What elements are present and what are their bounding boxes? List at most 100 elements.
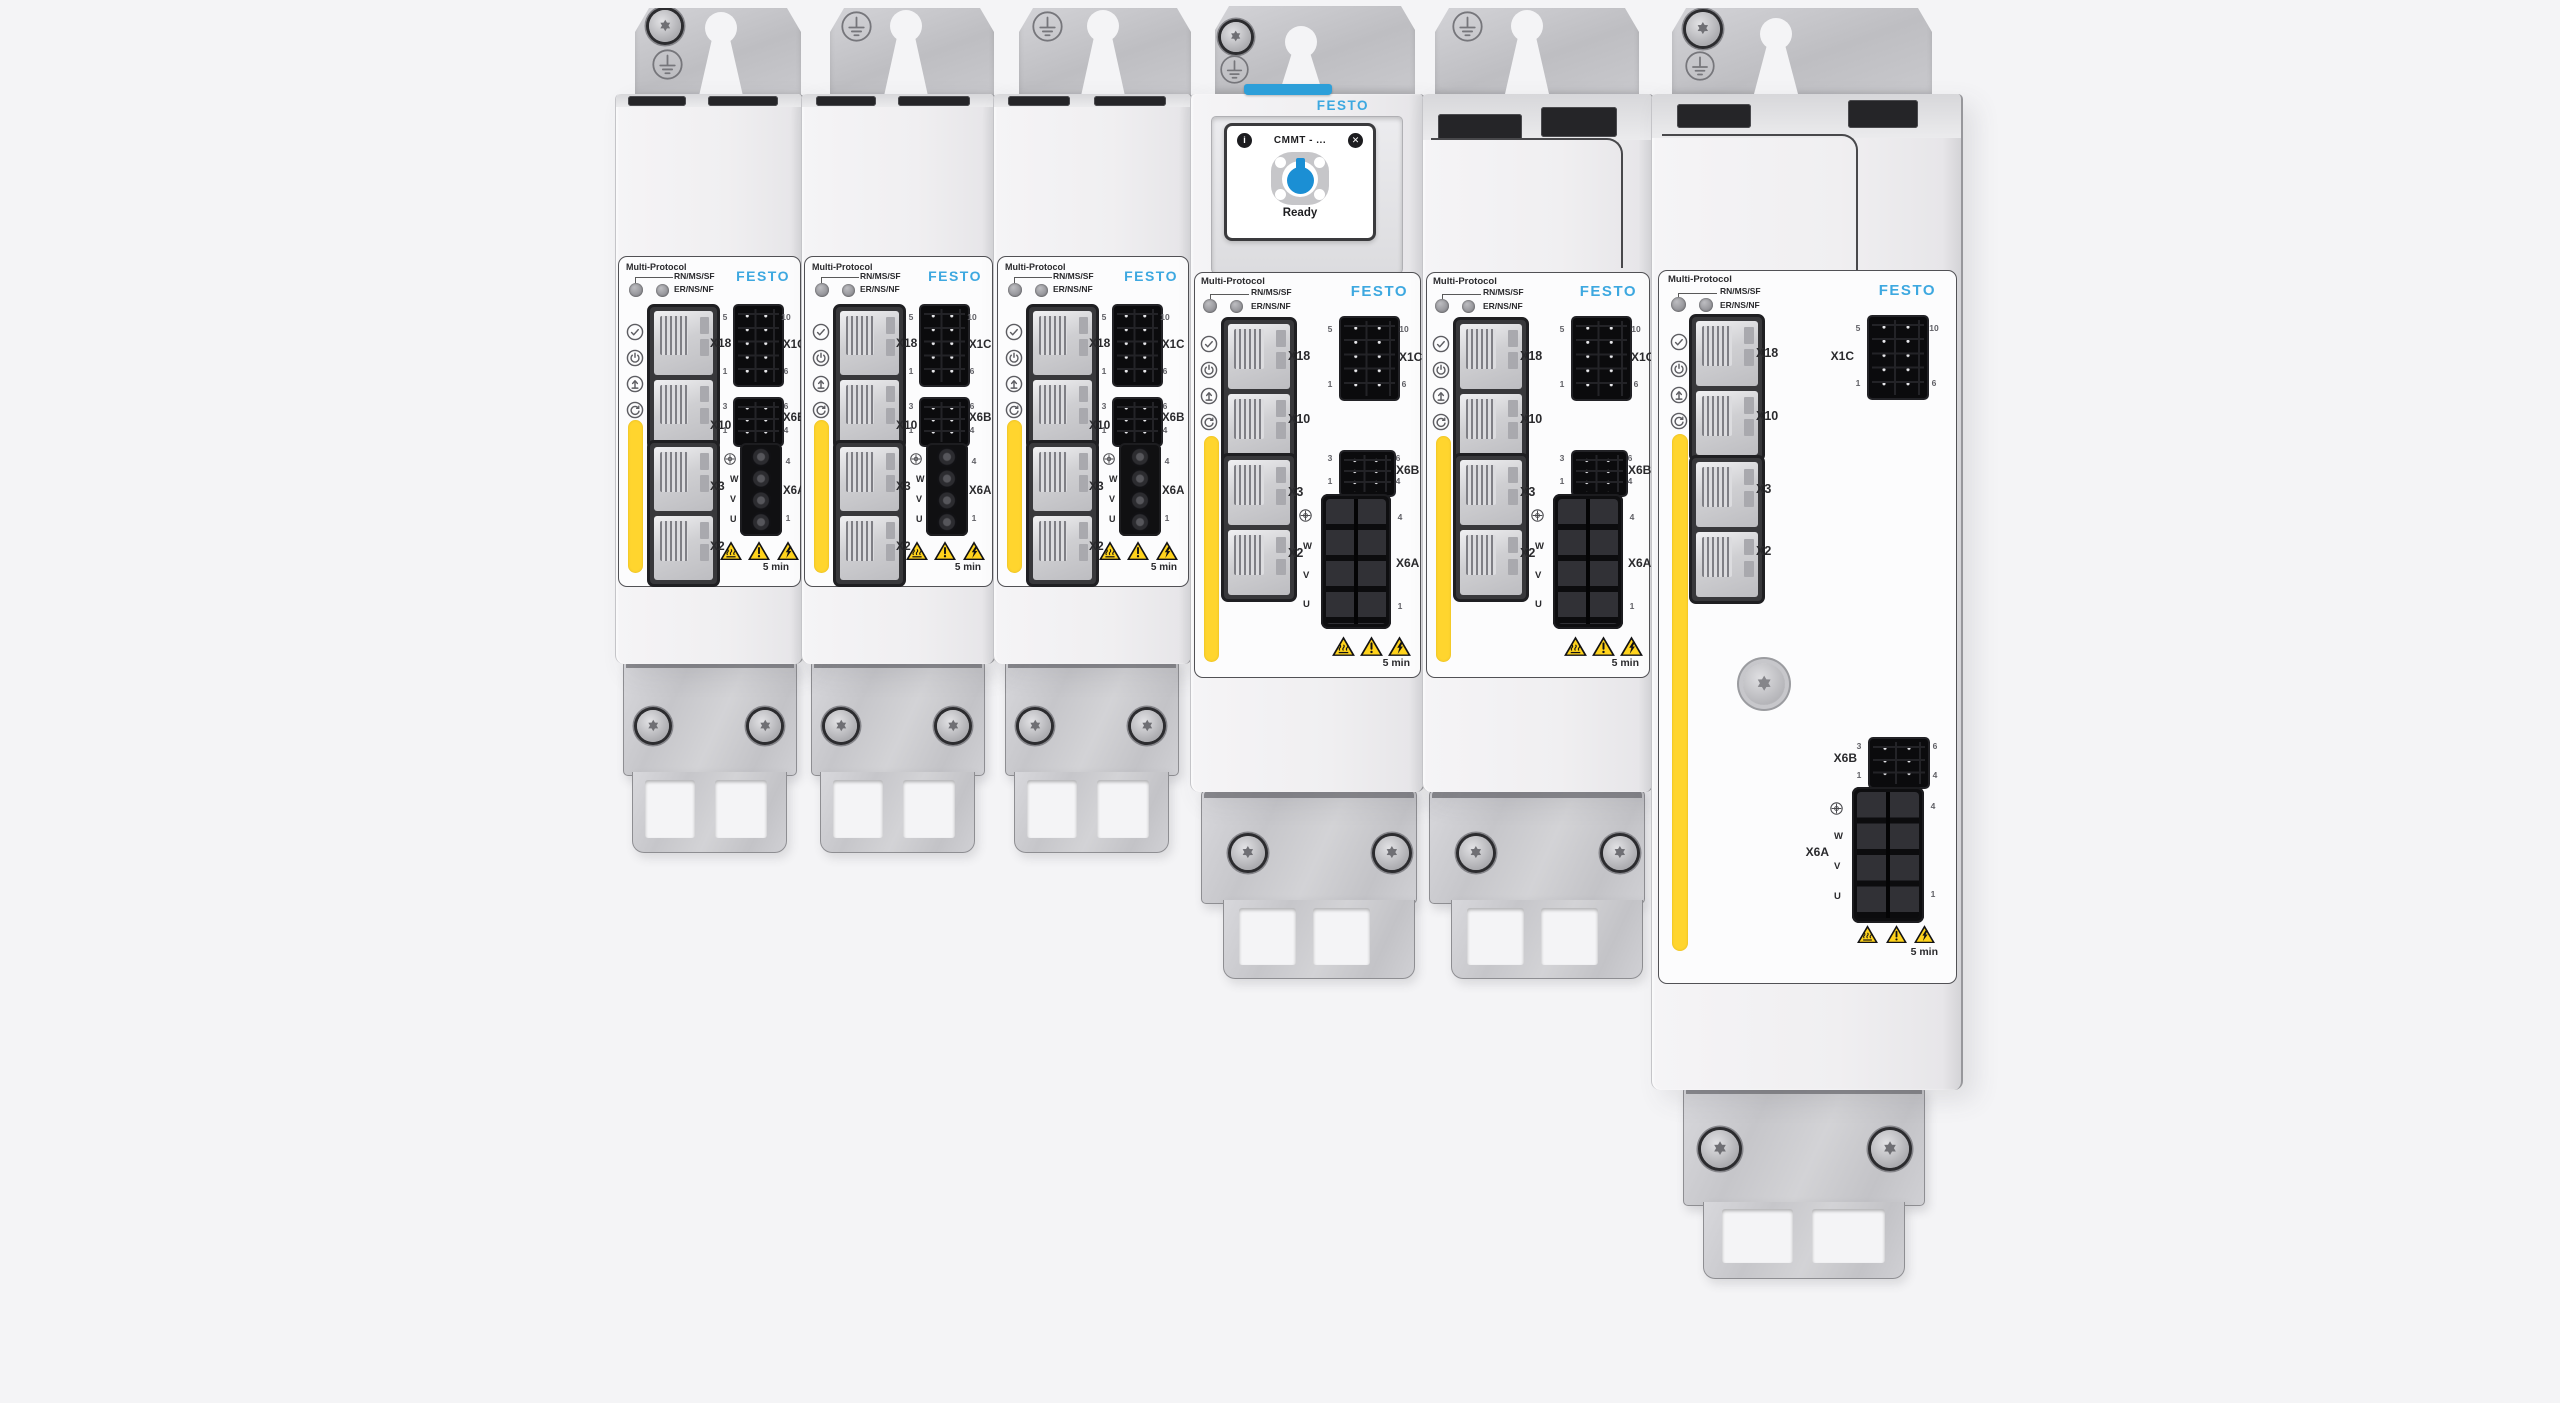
connector-x1c <box>733 304 784 387</box>
pin-number: 3 <box>1101 401 1107 411</box>
pin-number: 6 <box>1932 741 1938 751</box>
connector-label-x6b: X6B <box>1628 463 1652 477</box>
port-label-x18: X18 <box>710 336 732 350</box>
check-icon <box>1005 323 1023 341</box>
multi-protocol-label: Multi-Protocol <box>1201 276 1265 287</box>
ethernet-port-x10 <box>1460 393 1522 458</box>
torx-screw-icon <box>1603 836 1637 870</box>
check-icon <box>1200 335 1218 353</box>
status-led-run <box>1671 297 1686 312</box>
electric-shock-warning-icon <box>1619 635 1644 657</box>
mounting-bracket-bottom <box>623 660 797 858</box>
torx-screw-icon <box>1701 1130 1739 1168</box>
port-label-x10: X10 <box>710 418 732 432</box>
pin-number: 6 <box>1931 378 1937 388</box>
multi-protocol-label: Multi-Protocol <box>1005 262 1066 272</box>
led-error-label: ER/NS/NF <box>1053 284 1093 294</box>
pin-number: 3 <box>1856 741 1862 751</box>
pin-number: 4 <box>969 425 975 435</box>
led-run-label: RN/MS/SF <box>1053 271 1094 281</box>
pin-number: 6 <box>1162 401 1168 411</box>
hot-surface-warning-icon <box>719 540 743 561</box>
pe-screw-icon <box>723 452 737 466</box>
pin-number: 5 <box>908 312 914 322</box>
pin-number: 4 <box>1629 512 1635 522</box>
vent-slot <box>1848 100 1918 128</box>
phase-label-w: W <box>1834 831 1843 842</box>
enable-icon <box>812 375 830 393</box>
pin-number: 1 <box>971 513 977 523</box>
phase-label-v: V <box>1303 570 1310 581</box>
pin-number: 5 <box>1855 323 1861 333</box>
enable-icon <box>1670 386 1688 404</box>
hot-surface-warning-icon <box>905 540 929 561</box>
ethernet-port-x2 <box>1696 532 1758 597</box>
status-led-error <box>1699 298 1713 312</box>
phase-label-v: V <box>916 494 923 504</box>
ethernet-ports-x18-x10 <box>1689 314 1765 462</box>
connector-label-x6b: X6B <box>1396 463 1420 477</box>
pin-number: 3 <box>908 401 914 411</box>
pin-number: 5 <box>1327 324 1333 334</box>
pe-screw-icon <box>1298 508 1313 523</box>
ethernet-port-x10 <box>1228 393 1290 458</box>
cover-seam <box>1431 138 1623 268</box>
pin-number: 6 <box>1633 379 1639 389</box>
pin-number: 4 <box>785 456 791 466</box>
connector-x1c <box>1867 315 1929 400</box>
discharge-time-label: 5 min <box>762 562 789 573</box>
port-label-x3: X3 <box>1520 485 1536 499</box>
ethernet-ports-x3-x2 <box>833 440 906 587</box>
port-label-x10: X10 <box>1288 412 1311 426</box>
torx-screw-icon <box>1231 836 1265 870</box>
port-label-x10: X10 <box>896 418 918 432</box>
info-icon[interactable]: i <box>1237 133 1252 148</box>
led-run-label: RN/MS/SF <box>860 271 901 281</box>
connector-label-x1c: X1C <box>1399 350 1423 364</box>
pin-number: 6 <box>969 366 975 376</box>
torx-screw-icon <box>749 710 781 742</box>
ground-symbol-icon <box>1451 10 1484 43</box>
connector-x6b <box>919 397 970 447</box>
torx-screw-icon <box>637 710 669 742</box>
connector-panel: Multi-Protocol RN/MS/SF ER/NS/NF FESTO X… <box>1426 272 1654 678</box>
electric-shock-warning-icon <box>1913 924 1936 944</box>
connector-panel: Multi-Protocol RN/MS/SF ER/NS/NF FESTO X… <box>804 256 993 587</box>
pin-number: 4 <box>971 456 977 466</box>
signal-stripe <box>1007 420 1022 573</box>
port-label-x3: X3 <box>896 479 911 493</box>
festo-logo: FESTO <box>1316 98 1369 113</box>
popup-title: CMMT - ... <box>1273 135 1327 146</box>
ethernet-port-x18 <box>654 311 713 375</box>
torx-screw-icon <box>1686 12 1720 46</box>
pin-number: 5 <box>1101 312 1107 322</box>
pin-number: 1 <box>1327 379 1333 389</box>
enable-icon <box>1200 387 1218 405</box>
cover-screw <box>1743 663 1785 705</box>
pin-number: 5 <box>722 312 728 322</box>
servo-drive-5: Multi-Protocol RN/MS/SF ER/NS/NF FESTO X… <box>1422 94 1654 792</box>
power-icon <box>626 349 644 367</box>
check-icon <box>812 323 830 341</box>
mounting-bracket-top <box>1215 6 1415 94</box>
ethernet-port-x10 <box>654 379 713 443</box>
phase-label-u: U <box>1303 599 1310 610</box>
port-label-x3: X3 <box>710 479 725 493</box>
servo-drive-3: Multi-Protocol RN/MS/SF ER/NS/NF FESTO X… <box>993 94 1193 664</box>
ethernet-port-x3 <box>1033 447 1092 511</box>
power-icon <box>812 349 830 367</box>
connector-x6b <box>733 397 784 447</box>
pin-number: 6 <box>1401 379 1407 389</box>
ground-symbol-icon <box>1684 50 1716 82</box>
connector-x1c <box>1571 316 1632 401</box>
connector-label-x6a: X6A <box>1162 485 1185 497</box>
pin-number: 1 <box>1164 513 1170 523</box>
pin-number: 5 <box>1559 324 1565 334</box>
reset-icon <box>1432 413 1450 431</box>
led-run-label: RN/MS/SF <box>1483 287 1524 297</box>
port-label-x3: X3 <box>1288 485 1304 499</box>
led-error-label: ER/NS/NF <box>674 284 714 294</box>
torx-screw-icon <box>825 710 857 742</box>
vent-slot <box>1677 104 1751 128</box>
close-icon[interactable]: ✕ <box>1348 133 1363 148</box>
